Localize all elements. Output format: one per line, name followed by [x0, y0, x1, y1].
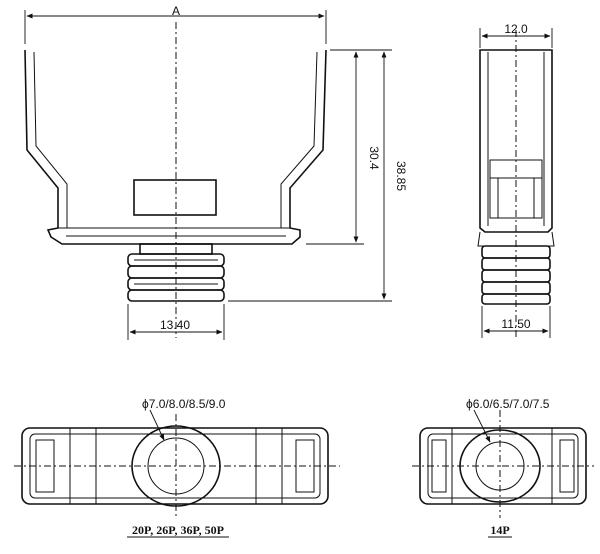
bottom-view-small: ϕ6.0/6.5/7.0/7.5 14P: [412, 397, 594, 538]
cable-diameter-small-label: ϕ6.0/6.5/7.0/7.5: [466, 397, 550, 411]
pin-count-large-caption: 20P, 26P, 36P, 50P: [132, 523, 224, 537]
dimension-11-50-label: 11.50: [501, 317, 530, 331]
dimension-30-4-label: 30.4: [367, 146, 381, 170]
dimension-13-40-label: 13.40: [160, 318, 190, 332]
cable-diameter-large-label: ϕ7.0/8.0/8.5/9.0: [142, 397, 226, 411]
bottom-view-large: ϕ7.0/8.0/8.5/9.0 20P, 26P, 36P, 50P: [14, 397, 340, 538]
pin-count-small-caption: 14P: [490, 523, 509, 537]
dimension-a-label: A: [172, 4, 180, 18]
side-view: 12.0 11.50: [477, 22, 555, 340]
front-view: A 30.4 38.85 13.40: [24, 4, 408, 340]
dimension-12-0-label: 12.0: [504, 22, 528, 36]
dimension-38-85-label: 38.85: [394, 161, 408, 191]
